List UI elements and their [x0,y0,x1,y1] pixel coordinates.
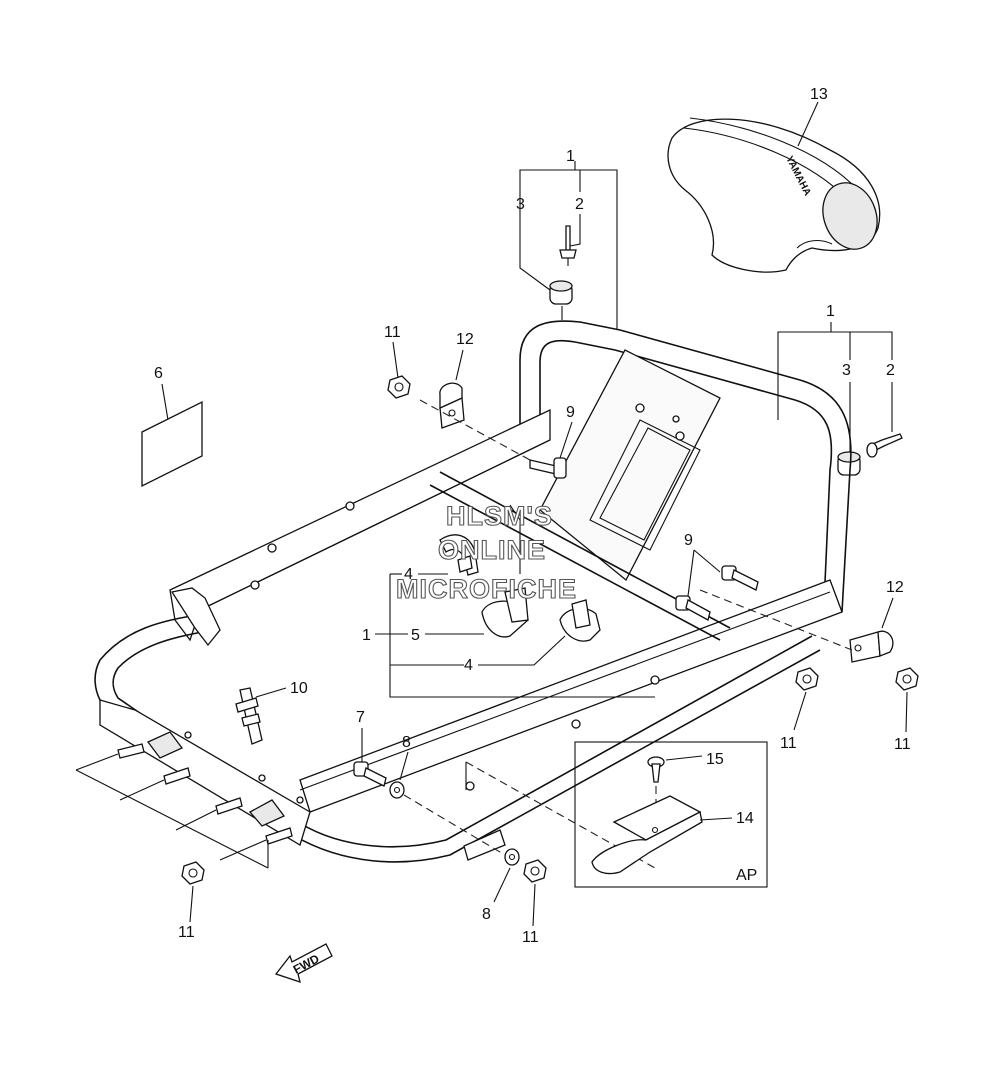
nut-lower-left [181,861,205,885]
rivet-right [866,433,903,458]
nut-lower [523,859,547,883]
callout-1-top: 1 [566,148,575,165]
callout-11-mid: 11 [780,735,797,752]
callout-6: 6 [154,365,163,382]
clamp-center [481,587,529,638]
nut-right [895,667,919,691]
screw-15 [647,756,665,783]
callout-8-lower: 8 [482,906,491,923]
decal [141,400,203,488]
frame [94,320,852,863]
strap [235,687,263,745]
studs [117,743,293,845]
callout-9-upper: 9 [566,404,575,421]
callout-3-right: 3 [842,362,851,379]
callout-8-upper: 8 [402,734,411,751]
callout-12-upper: 12 [456,331,474,348]
callout-2-right: 2 [886,362,895,379]
watermark-line-2: ONLINE [438,535,546,565]
bolt-front [353,761,387,787]
bolt-right-b [675,595,711,621]
callout-5: 5 [411,627,420,644]
rivet-top [559,225,577,266]
callout-10: 10 [290,680,308,697]
callout-3-top: 3 [516,196,525,213]
washer-lower [504,848,520,866]
bracket-upper [439,382,465,429]
bolt-upper [529,457,567,479]
clamp-lower [559,599,601,642]
callout-11-lower-left: 11 [178,924,195,941]
callout-11-right: 11 [894,736,911,753]
callout-7: 7 [356,709,365,726]
washer-upper [389,781,405,799]
watermark: HLSM'S ONLINE MICROFICHE [395,500,577,604]
callout-11-upper: 11 [384,324,401,341]
bracket-right [849,630,894,663]
handle-cover: YAMAHA [667,117,881,273]
nut-mid [795,667,819,691]
clamp-upper [439,534,479,576]
callout-4-upper: 4 [404,566,413,583]
watermark-line-1: HLSM'S [446,501,553,531]
callout-12-right: 12 [886,579,904,596]
bolt-right-a [721,565,759,591]
fwd-arrow-icon: FWD [274,943,333,983]
inset-box [574,741,768,888]
callout-13: 13 [810,86,828,103]
callout-1-left: 1 [362,627,371,644]
inset-label: AP [736,867,757,884]
callout-1-right: 1 [826,303,835,320]
grommet-right [837,451,861,476]
callout-14: 14 [736,810,754,827]
callout-11-lower: 11 [522,929,539,946]
callout-15: 15 [706,751,724,768]
skid-plate-14 [591,795,703,875]
grommet-top [549,280,573,305]
nut-upper [387,375,411,399]
callout-2-top: 2 [575,196,584,213]
callout-9-right: 9 [684,532,693,549]
callout-4-lower: 4 [464,657,473,674]
watermark-line-3: MICROFICHE [396,574,577,604]
